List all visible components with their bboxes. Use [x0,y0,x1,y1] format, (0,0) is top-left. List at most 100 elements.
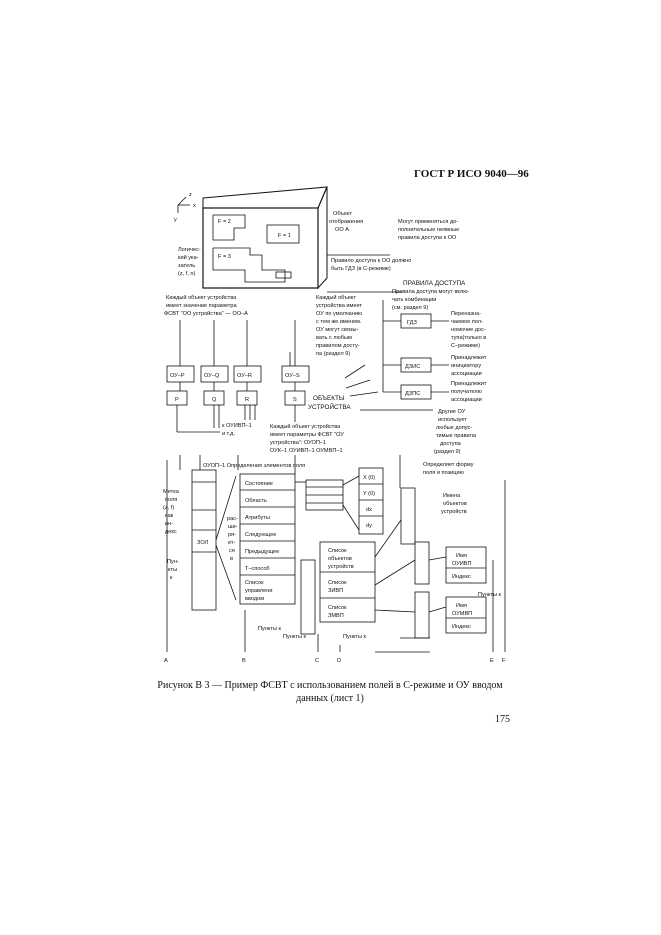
f2-label: F = 2 [218,219,231,225]
axis-y: y [174,217,177,223]
xy-1: Y (0) [363,491,375,497]
log-note-3: затель [178,263,195,269]
element-list-1: Список [245,580,264,586]
mog-note-3: правила доступа к ОО [398,235,457,241]
ras-note-3: ря- [228,532,236,538]
points-1: Пункты к [478,592,502,598]
device-objects-label-2: УСТРОЙСТВА [308,402,351,411]
list-1c: устройств [328,563,354,570]
caption-line-1: Рисунок В 3 — Пример ФСВТ с использовани… [157,680,503,691]
met-note-1: Метка [163,489,180,495]
kb-note-7: правилом досту- [316,343,360,349]
device-oup: ОУ–P [170,373,185,379]
pri-note-1: Принадлежит [451,355,487,361]
bottom-label-d: D [337,658,341,664]
document-header: ГОСТ Р ИСО 9040—96 [414,168,529,180]
met-note-5: ин- [165,521,173,527]
element-0: Состояние [245,481,273,487]
list-2b: ЗИВП [328,588,343,594]
im-note-1: Имена [443,493,461,499]
pun-note-1: Пун- [167,559,179,565]
dr-note-4: тимые правила [436,433,477,439]
kaz-note-2: имеет значение параметра [166,303,237,309]
kou-note-1: к ОУИВП–1 [222,423,252,429]
element-list-3: вводом [245,596,264,602]
kou-note-2: и т.д. [222,431,235,437]
dr-note-6: (раздел 9( [434,449,461,455]
list-3a: Список [328,605,347,611]
xy-3: dy [366,523,372,529]
pol-note-1: Принадлежит [451,381,487,387]
device-boxes: ОУ–P ОУ–Q ОУ–R ОУ–S P Q R S [166,320,310,433]
dr-note-5: доступа [440,441,462,447]
name-2b: ОУМВП [452,611,472,617]
index-1: Индекс [452,574,471,580]
pd-note-3: (см. раздел 9) [392,305,428,311]
pol-note-2: получателю [451,389,482,395]
log-note-2: кий ука- [178,254,199,261]
name-1a: Имя [456,553,467,559]
device-ous: ОУ–S [285,373,300,379]
pri-note-2: инициатору [451,363,481,369]
prav-note-1: Правило доступа к ОО должно [331,258,411,264]
display-object-box: F = 2 F = 1 F = 3 [202,186,328,290]
ouop-label: ОУОП–1 Определения элементов поля [203,463,305,469]
xy-2: dx [366,507,372,513]
mog-note-1: Могут применяться до- [398,219,458,225]
device-s: S [293,397,297,403]
caption-line-2: данных (лист 1) [296,693,364,704]
device-q: Q [212,397,217,403]
per-note-4: тупа(только в [451,335,486,341]
device-our: ОУ–R [237,373,252,379]
device-r: R [245,397,249,403]
kaz-note-1: Каждый объект устройства [166,294,237,301]
met-note-6: декс [165,529,177,535]
axis-x: x [193,203,196,209]
xy-0: X (0) [363,475,375,481]
xy-section: X (0) Y (0) dx dy [295,467,384,535]
met-note-4: как [165,513,174,519]
kd-note-1: Каждый объект устройства [270,423,341,430]
pun-note-2: кты [168,567,177,573]
kaz-note-3: ФСВТ "ОО устройства" — ОО–А [164,310,248,317]
log-note-4: (z, f, n) [178,271,196,277]
kb-note-2: устройства имеет [316,302,362,309]
im-note-3: устройств [441,508,467,515]
ras-note-4: ет- [228,540,235,546]
rule-dzis: ДЗИС [405,364,420,370]
axes-icon: z x y [174,192,196,223]
figure-caption: Рисунок В 3 — Пример ФСВТ с использовани… [140,679,520,705]
dr-note-3: любые допус- [436,425,472,431]
obj-note-1: Объект [333,211,352,217]
zol-label: ЗОЛ [197,540,209,546]
obj-note-3: ОО А [335,227,349,233]
bottom-label-f: F [502,658,506,664]
met-note-2: поля [165,497,177,503]
per-note-3: номочие дос- [451,327,486,333]
bottom-label-e: E [490,658,494,664]
connectors [166,254,506,653]
access-rules-title: ПРАВИЛА ДОСТУПА [403,280,466,287]
kb-note-3: ОУ по умолчанию [316,311,362,317]
ras-note-6: в [230,556,233,562]
ras-note-1: рас- [227,516,238,522]
mog-note-2: полнительные неявные [398,227,459,233]
kb-note-8: па (раздел 9) [316,351,350,357]
log-note-1: Логичес- [178,247,201,253]
zol-column: ЗОЛ [191,469,237,611]
f3-label: F = 3 [218,254,231,260]
name-2a: Имя [456,603,467,609]
device-p: P [175,397,179,403]
kb-note-6: вать с любым [316,335,352,341]
pri-note-3: ассоциации [451,371,482,377]
pun-note-3: к [170,575,173,581]
pd-note-2: чать комбинации [392,297,436,303]
element-table: Состояние Область Атрибуты Следующее Пре… [239,473,296,605]
kd-note-4: ОУК–1 ОУИВП–1 ОУМВП–1 [270,448,343,454]
prav-note-2: быть ГДЗ (в С-режиме) [331,266,391,272]
points-2: Пункты к [258,626,282,632]
met-note-3: (z, f) [163,505,174,511]
element-5: Т–способ [245,566,270,572]
per-note-2: чаемое пол- [451,319,483,325]
